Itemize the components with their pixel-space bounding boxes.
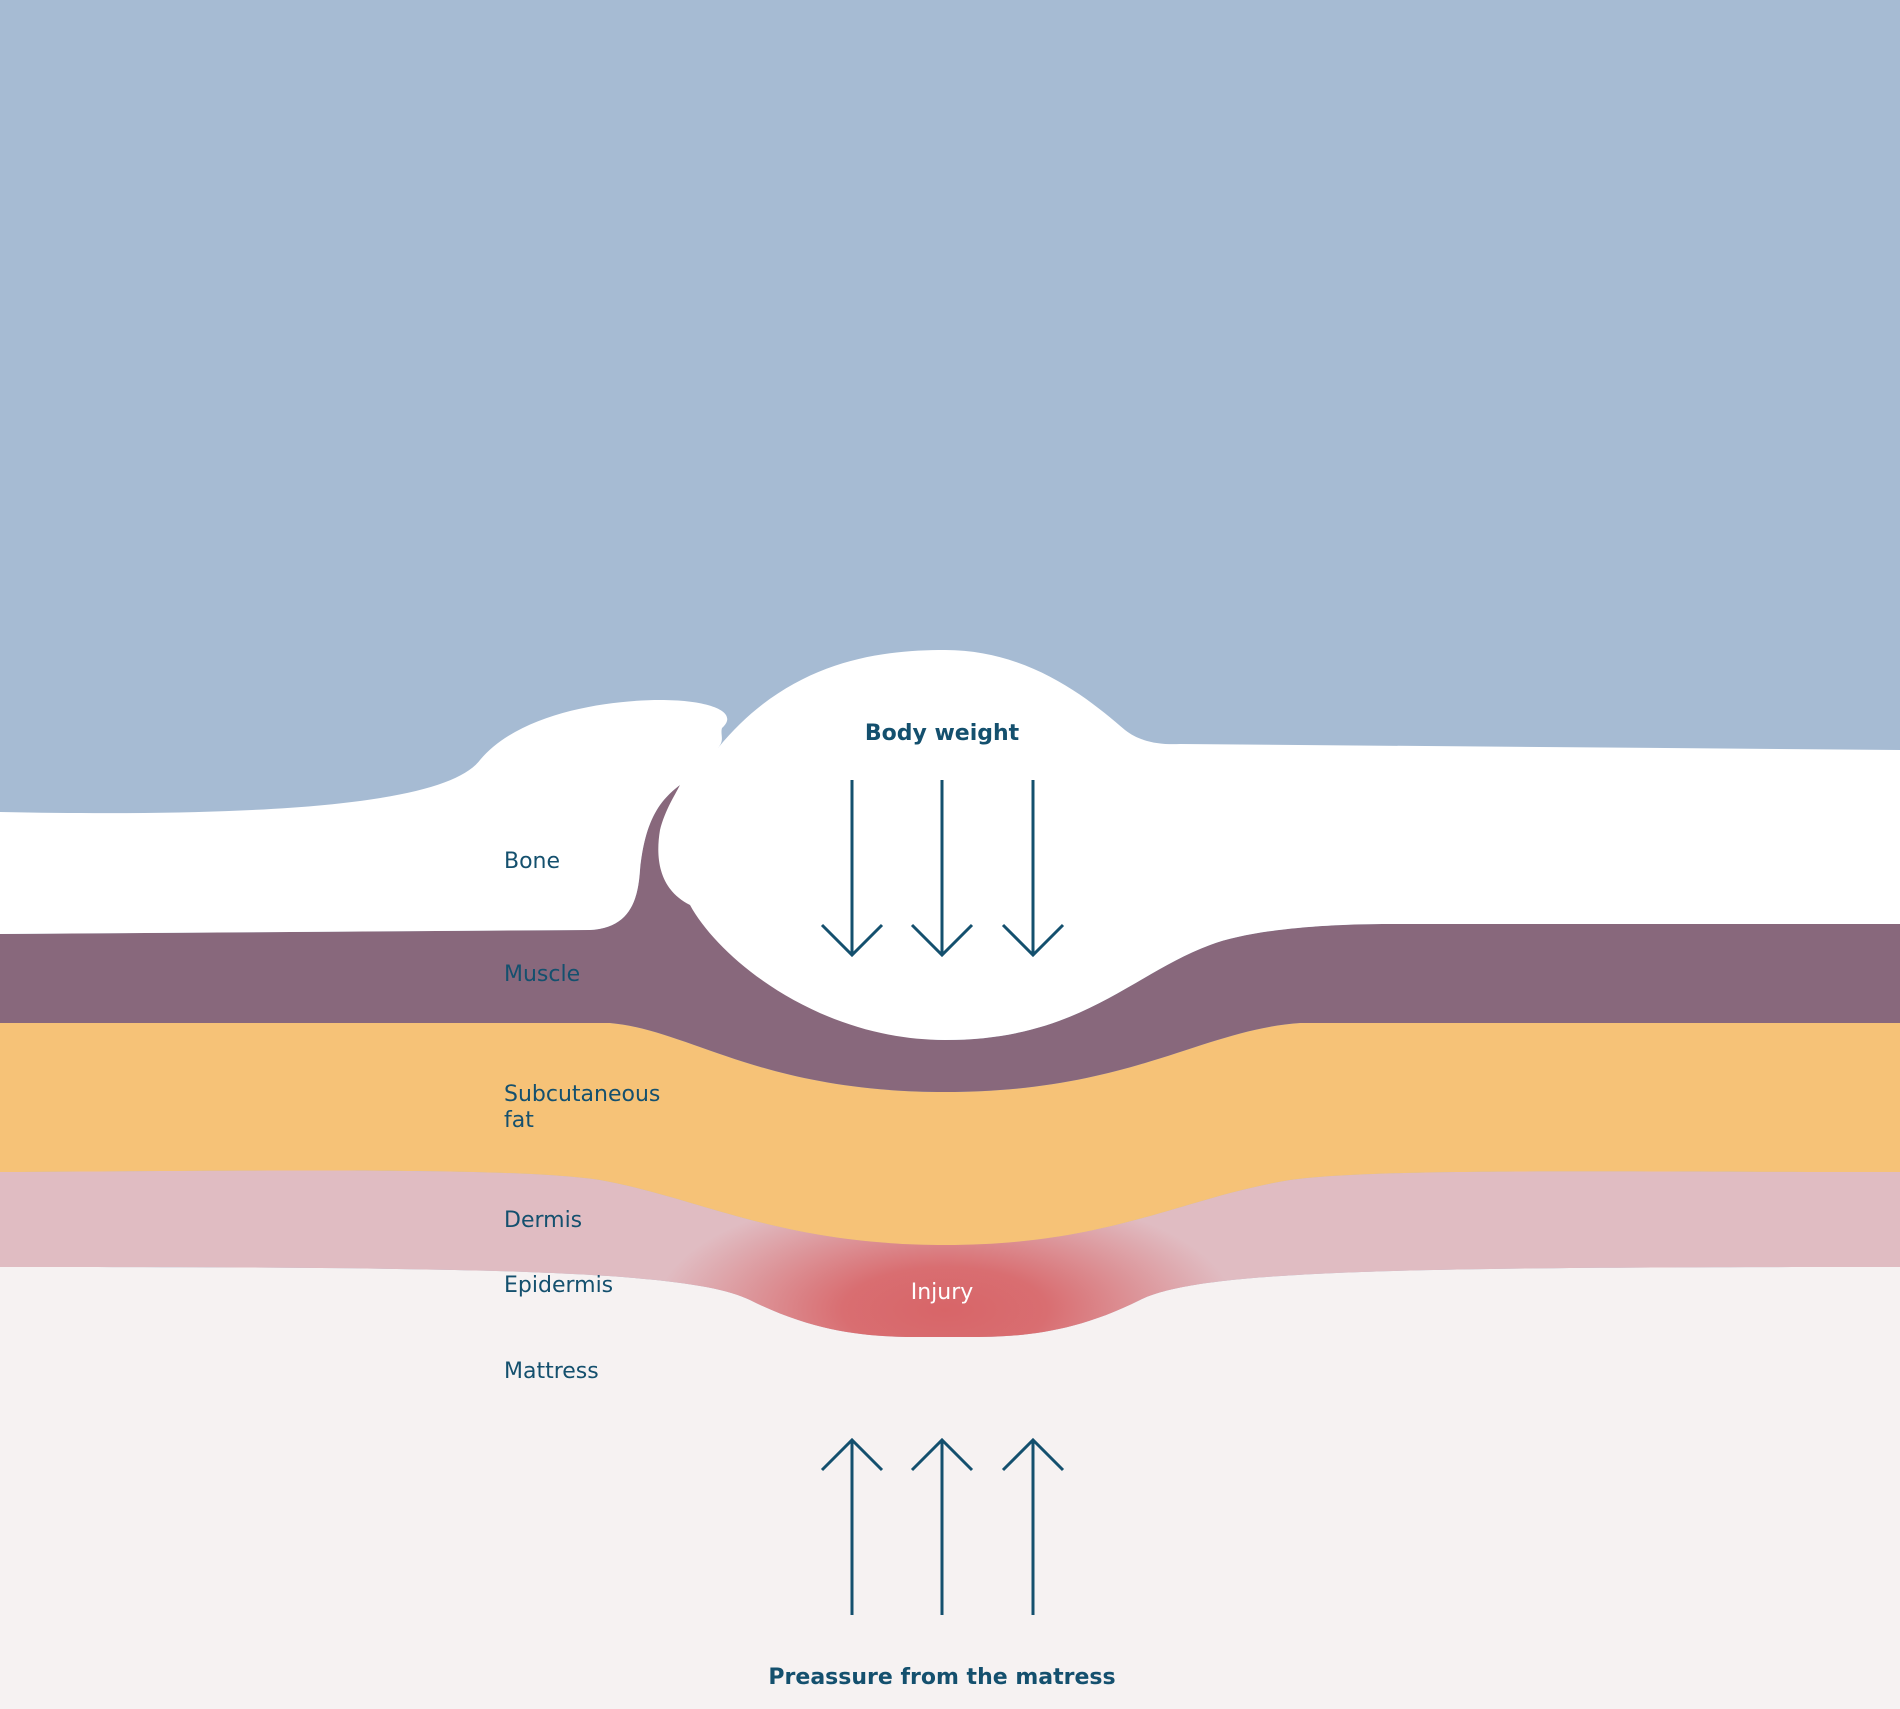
up-arrow-icon (820, 1437, 884, 1615)
layer-label-epidermis: Epidermis (504, 1273, 613, 1298)
bottom-caption: Preassure from the matress (768, 1665, 1115, 1690)
fat-layer (0, 1023, 1900, 1245)
down-arrow-icon (1001, 780, 1065, 958)
layer-label-muscle: Muscle (504, 962, 580, 987)
mattress-layer (0, 1267, 1900, 1709)
layer-label-fat-line2: fat (504, 1108, 534, 1133)
down-arrow-icon (820, 780, 884, 958)
up-arrow-icon (910, 1437, 974, 1615)
layer-label-fat-line1: Subcutaneous (504, 1082, 660, 1107)
down-arrow-icon (910, 780, 974, 958)
layer-label-mattress: Mattress (504, 1359, 599, 1384)
body-weight-arrows (820, 780, 1065, 958)
up-arrow-icon (1001, 1437, 1065, 1615)
injury-label: Injury (911, 1280, 974, 1305)
bone-shape (0, 650, 1900, 1040)
injury-zone (625, 1172, 1265, 1338)
mattress-pressure-arrows (820, 1437, 1065, 1615)
layer-label-dermis: Dermis (504, 1208, 582, 1233)
layer-label-bone: Bone (504, 849, 560, 874)
body-weight-title: Body weight (865, 721, 1020, 746)
muscle-layer (0, 785, 1900, 1092)
